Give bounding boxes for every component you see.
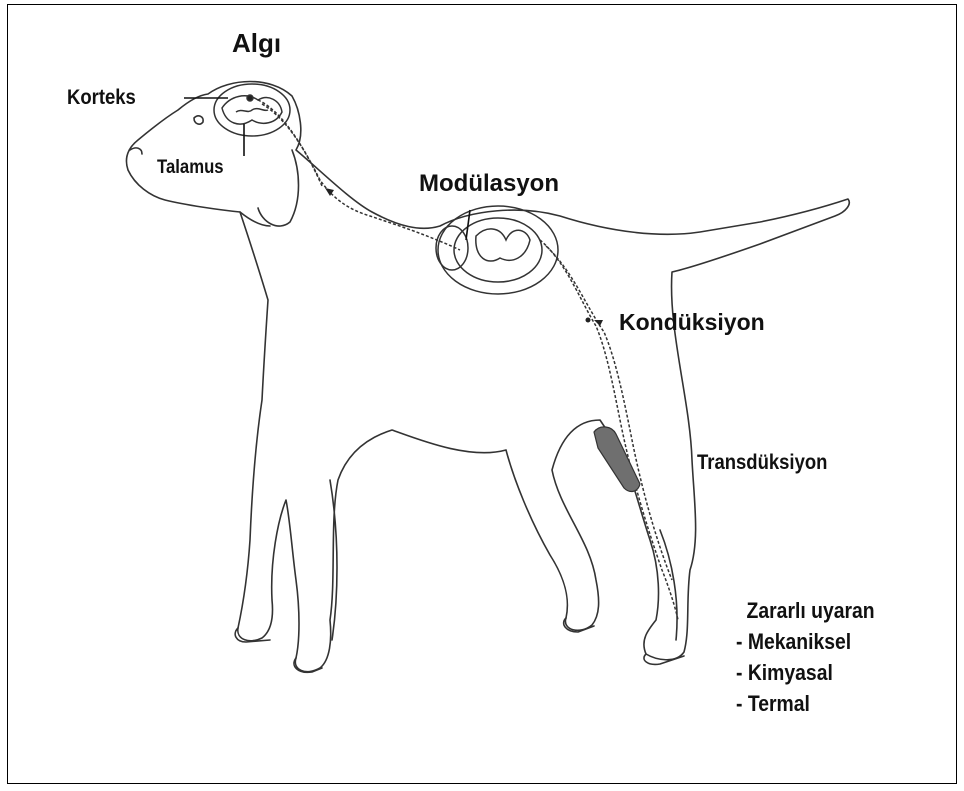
label-talamus: Talamus xyxy=(157,158,224,177)
label-konduksiyon: Kondüksiyon xyxy=(619,311,765,334)
stimulus-item-thermal: - Termal xyxy=(736,688,875,719)
stimulus-item-mechanical: - Mekaniksel xyxy=(736,626,875,657)
stimulus-item-chemical: - Kimyasal xyxy=(736,657,875,688)
stimulus-title: Zararlı uyaran xyxy=(736,595,875,626)
spinal-cord-cross-section xyxy=(436,206,558,294)
leader-lines xyxy=(184,98,470,240)
noxious-stimulus-list: Zararlı uyaran - Mekaniksel - Kimyasal -… xyxy=(736,595,875,719)
label-transduksiyon: Transdüksiyon xyxy=(697,452,827,473)
label-algi: Algı xyxy=(232,30,281,56)
label-korteks: Korteks xyxy=(67,87,136,108)
brain-drawing xyxy=(214,84,290,136)
dog-ear xyxy=(258,150,299,226)
label-modulasyon: Modülasyon xyxy=(419,172,559,196)
muscle-highlight xyxy=(594,427,640,492)
